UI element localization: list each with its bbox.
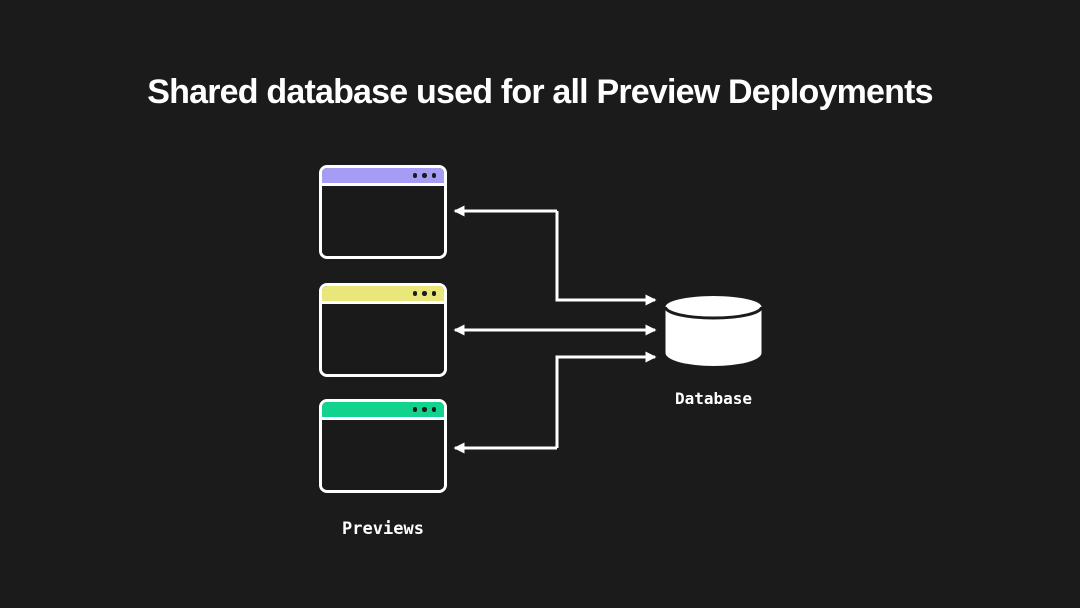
- dot-icon: [422, 173, 427, 178]
- preview-window-2-titlebar: [322, 286, 444, 304]
- preview-window-3: [319, 399, 447, 493]
- dot-icon: [431, 173, 436, 178]
- dot-icon: [412, 173, 417, 178]
- preview-window-3-body: [322, 420, 444, 490]
- page-title: Shared database used for all Preview Dep…: [147, 73, 933, 111]
- dot-icon: [422, 291, 427, 296]
- database-label: Database: [674, 389, 753, 408]
- preview-window-3-titlebar: [322, 402, 444, 420]
- dot-icon: [422, 407, 427, 412]
- window-controls-ellipsis-icon: [412, 291, 436, 296]
- connector-preview3-arrow-to-database: [555, 351, 657, 448]
- preview-window-1-titlebar: [322, 168, 444, 186]
- window-controls-ellipsis-icon: [412, 173, 436, 178]
- dot-icon: [412, 291, 417, 296]
- database-icon: [664, 296, 763, 366]
- preview-window-2: [319, 283, 447, 377]
- dot-icon: [431, 407, 436, 412]
- window-controls-ellipsis-icon: [412, 407, 436, 412]
- connector-preview1-arrow-to-database: [555, 211, 657, 306]
- dot-icon: [431, 291, 436, 296]
- previews-label: Previews: [342, 519, 424, 539]
- preview-window-1-body: [322, 186, 444, 256]
- dot-icon: [412, 407, 417, 412]
- preview-window-1: [319, 165, 447, 259]
- preview-window-2-body: [322, 304, 444, 374]
